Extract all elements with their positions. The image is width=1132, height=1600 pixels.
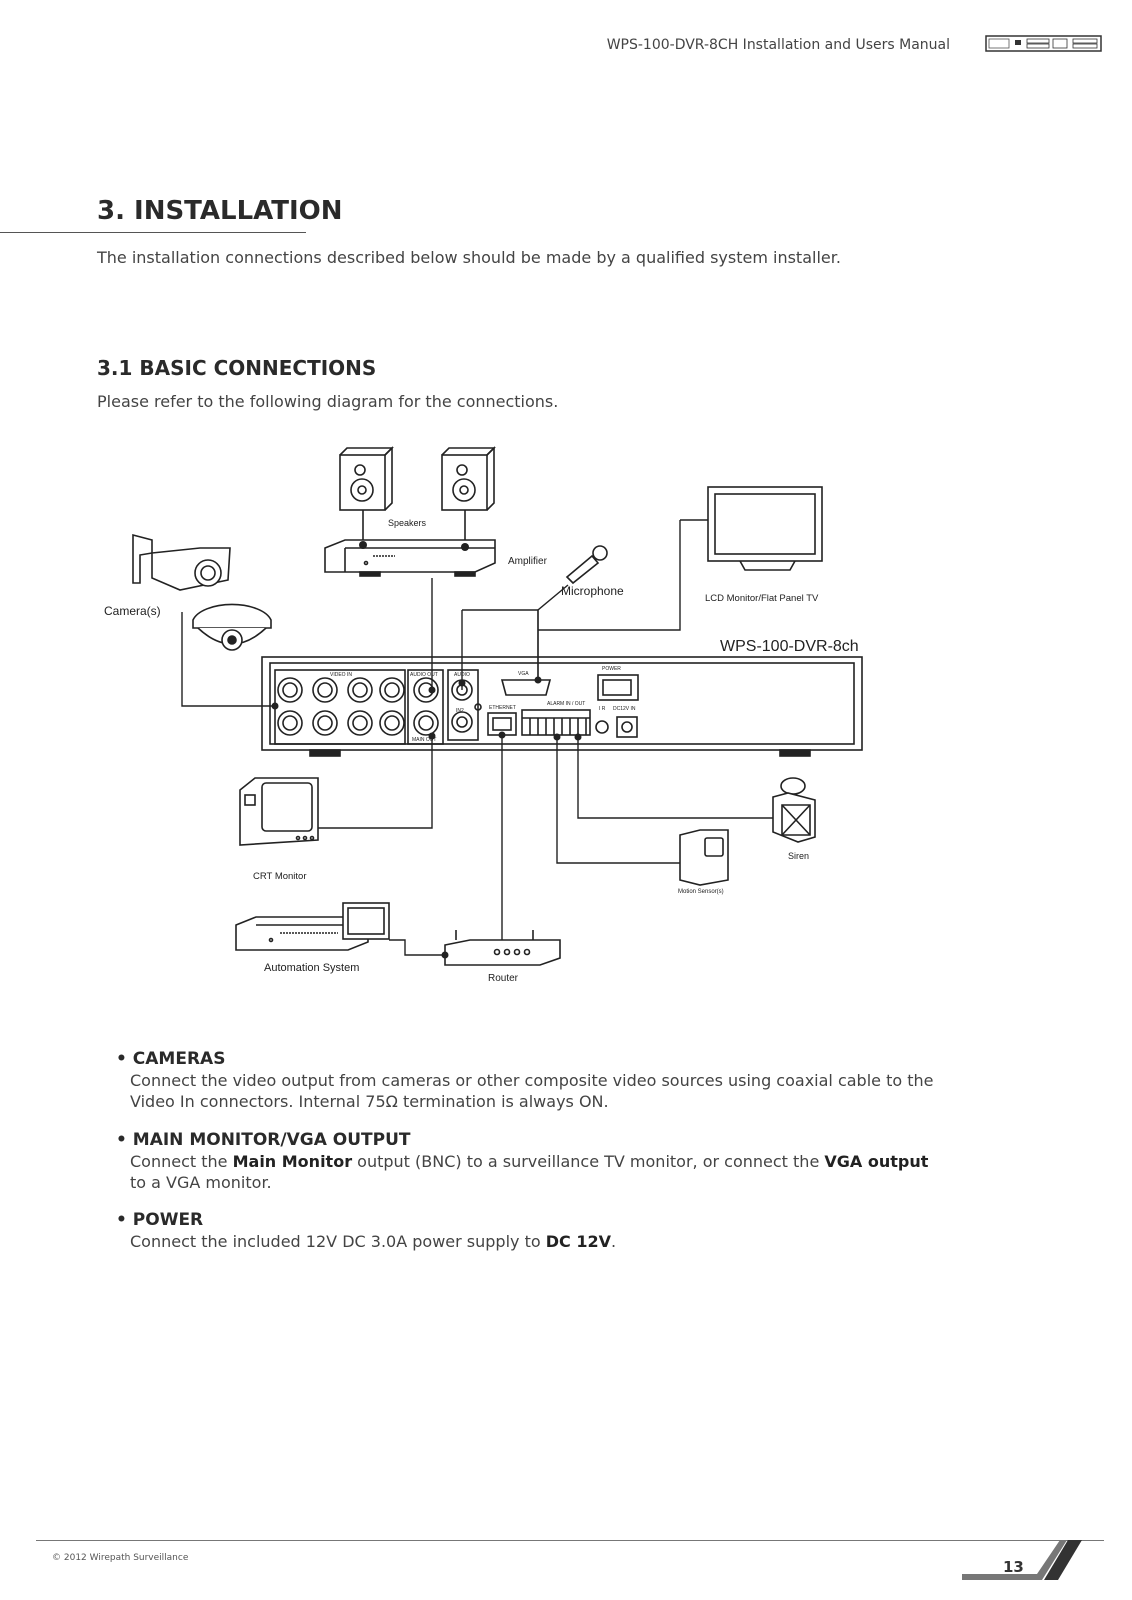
crt-monitor-icon [239, 777, 319, 846]
label-amplifier: Amplifier [508, 556, 548, 567]
panel-ir: I R [599, 706, 606, 712]
power-switch [597, 674, 639, 701]
panel-audio: AUDIO [454, 672, 470, 678]
label-microphone: Microphone [561, 584, 624, 598]
dvr-logo-icon [985, 35, 1102, 52]
panel-in2: IN2 [456, 708, 464, 714]
label-router: Router [488, 973, 519, 984]
subsection-title: 3.1 BASIC CONNECTIONS [97, 356, 377, 380]
bullet-monitor-line1: Connect the Main Monitor output (BNC) to… [130, 1152, 929, 1171]
bullet-cameras-line2: Video In connectors. Internal 75Ω termin… [130, 1092, 609, 1111]
dc-power-jack [616, 716, 638, 738]
label-dvr-model: WPS-100-DVR-8ch [720, 638, 859, 655]
ir-port [595, 720, 609, 734]
bullet-power-body: Connect the included 12V DC 3.0A power s… [130, 1232, 617, 1251]
panel-alarm: ALARM IN / OUT [547, 701, 585, 707]
motion-sensor-icon [679, 829, 729, 886]
subsection-text: Please refer to the following diagram fo… [97, 392, 559, 411]
connection-diagram: Speakers Amplifier Microphone LCD Monito… [104, 446, 863, 984]
vga-port [500, 679, 552, 696]
alarm-terminal [521, 709, 591, 736]
speaker-right-icon [441, 446, 496, 511]
label-motion-sensor: Motion Sensor(s) [678, 889, 724, 895]
footer-divider [36, 1540, 1104, 1541]
video-in-connectors [277, 677, 405, 736]
footer-copyright: © 2012 Wirepath Surveillance [52, 1553, 189, 1563]
label-automation-system: Automation System [264, 962, 359, 974]
running-header: WPS-100-DVR-8CH Installation and Users M… [606, 37, 950, 53]
router-icon [444, 930, 561, 966]
panel-audio-out: AUDIO OUT [410, 672, 438, 678]
section-divider [0, 232, 306, 233]
dome-camera-icon [192, 603, 272, 651]
label-siren: Siren [788, 851, 809, 861]
bullet-cameras-heading: • CAMERAS [116, 1049, 226, 1069]
panel-power: POWER [602, 666, 621, 672]
label-lcd-monitor: LCD Monitor/Flat Panel TV [705, 593, 819, 604]
section-intro: The installation connections described b… [97, 248, 841, 267]
bullet-cameras-body: Connect the video output from cameras or… [130, 1070, 1010, 1112]
bullet-monitor-heading: • MAIN MONITOR/VGA OUTPUT [116, 1130, 411, 1150]
label-crt-monitor: CRT Monitor [253, 871, 307, 882]
lcd-monitor-icon [707, 486, 823, 571]
speaker-left-icon [339, 446, 394, 511]
bullet-camera-icon [132, 533, 231, 591]
panel-video-in: VIDEO IN [330, 672, 352, 678]
microphone-icon [565, 545, 608, 585]
siren-icon [772, 777, 816, 843]
bullet-power-heading: • POWER [116, 1210, 204, 1230]
page-tab-icon [962, 1540, 1082, 1580]
bullet-monitor-line2: to a VGA monitor. [130, 1173, 272, 1192]
bullet-cameras-line1: Connect the video output from cameras or… [130, 1071, 934, 1090]
panel-vga: VGA [518, 671, 529, 677]
page-number: 13 [1003, 1558, 1024, 1576]
bullet-monitor-body: Connect the Main Monitor output (BNC) to… [130, 1151, 1010, 1193]
automation-system-icon [235, 902, 390, 951]
label-cameras: Camera(s) [104, 604, 161, 618]
panel-main-out: MAIN OUT [412, 737, 436, 743]
label-speakers: Speakers [388, 518, 427, 528]
panel-dc: DC12V IN [613, 706, 636, 712]
section-title: 3. INSTALLATION [97, 196, 343, 226]
panel-ethernet: ETHERNET [489, 705, 516, 711]
amplifier-icon [324, 539, 496, 577]
